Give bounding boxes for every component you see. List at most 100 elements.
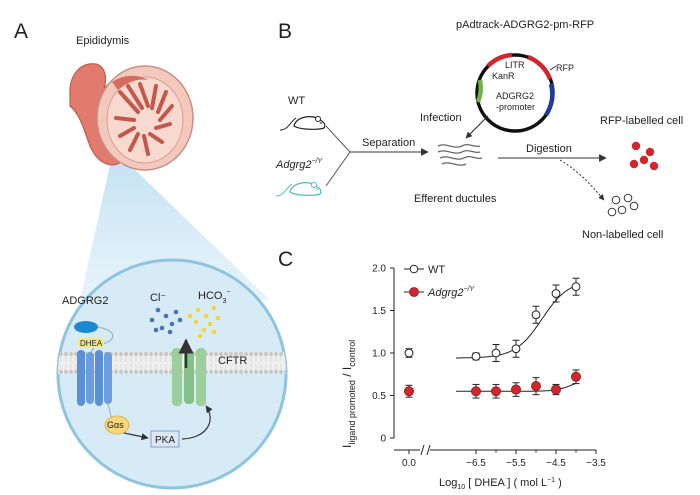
ko-data-point	[470, 386, 481, 397]
rfp-cell	[649, 161, 659, 171]
rfp-cell	[645, 147, 655, 157]
ko-data-point	[510, 384, 521, 395]
legend-label-wt: WT	[428, 264, 445, 276]
zoom-cone	[80, 165, 270, 300]
arrow-pka-cftr	[181, 405, 213, 440]
bicarbonate-ion	[211, 305, 217, 311]
bicarbonate-ion	[197, 333, 203, 339]
non-labelled-cell	[611, 195, 621, 205]
bicarbonate-ion	[195, 307, 201, 313]
x-tick-label: −5.5	[506, 458, 526, 469]
plasmid-promoter-2: -promoter	[496, 102, 535, 112]
epididymis-illustration	[69, 63, 194, 171]
infection-label: Infection	[420, 112, 462, 124]
wt-data-point	[551, 289, 561, 298]
ko-mouse	[275, 182, 322, 197]
plasmid-label: pAdtrack-ADGRG2-pm-RFP	[456, 19, 594, 31]
chart-legend: WT Adgrg2−/Y	[404, 264, 476, 299]
dhea-label: DHEA	[80, 339, 103, 348]
bicarbonate-ion	[201, 327, 207, 333]
wt-data-point	[571, 282, 581, 292]
chloride-ion	[149, 317, 155, 323]
adgrg2-receptor	[77, 350, 113, 425]
y-tick-label: 0	[380, 434, 386, 445]
ko-data-point	[571, 371, 582, 382]
hco3-ion-label: HCO3−	[198, 289, 230, 305]
ko-data-point	[403, 386, 414, 397]
y-tick-label: 0.5	[372, 391, 386, 402]
legend-item-wt: WT	[404, 264, 445, 276]
separation-label: Separation	[362, 137, 415, 149]
receptor-label: ADGRG2	[62, 295, 108, 307]
efferent-ductules	[437, 143, 483, 166]
axis-break-mark	[420, 444, 425, 456]
plasmid-map: LITR KanR RFP ADGRG2 -promoter	[475, 52, 574, 133]
bicarbonate-ion	[203, 313, 209, 319]
pka-box	[150, 430, 180, 448]
ko-data-point	[551, 384, 562, 395]
bicarbonate-ion	[193, 319, 199, 325]
bicarbonate-ion	[187, 313, 193, 319]
gas-protein	[104, 415, 130, 435]
y-tick-label: 2.0	[372, 264, 386, 275]
arrow-non-labelled	[559, 159, 605, 201]
bicarbonate-ion	[211, 329, 217, 335]
wt-mouse	[279, 116, 326, 131]
non-labelled-cells	[607, 193, 639, 217]
non-labelled-label: Non-labelled cell	[582, 229, 663, 241]
x-tick-label: 0.0	[402, 458, 416, 469]
plasmid-litr: LITR	[505, 60, 525, 70]
bicarbonate-ion	[215, 315, 221, 321]
dhea-ligand	[78, 338, 104, 348]
chloride-ion	[177, 317, 183, 323]
gas-label: Gαs	[107, 420, 124, 430]
axis-break-mark	[426, 444, 431, 456]
wt-label: WT	[288, 95, 305, 107]
ko-label: Adgrg2−/Y	[275, 158, 324, 171]
rfp-cell-label: RFP-labelled cell	[600, 115, 683, 127]
panel-label-a: A	[14, 20, 28, 43]
panel-label-c: C	[278, 248, 293, 271]
ductules-label: Efferent ductules	[414, 193, 497, 205]
plasmid-rfp: RFP	[556, 63, 574, 73]
non-labelled-cell	[629, 201, 639, 211]
legend-label-ko: Adgrg2−/Y	[427, 286, 476, 299]
wt-data-point	[511, 344, 521, 354]
wt-data-point	[404, 348, 414, 358]
merge-lines	[325, 125, 351, 187]
ko-data-point	[490, 386, 501, 397]
panel-a: A Epididymis ADGRG2 DHEA	[14, 20, 288, 490]
non-labelled-cell	[607, 207, 617, 217]
chloride-ion	[163, 313, 169, 319]
ko-data-point	[531, 381, 542, 392]
non-labelled-cell	[617, 205, 627, 215]
chloride-ion	[159, 325, 165, 331]
rfp-cell	[631, 141, 641, 151]
cftr-channel	[172, 338, 206, 406]
arrow-gas-pka	[123, 432, 149, 441]
bicarbonate-ion	[207, 321, 213, 327]
plasmid-kanr: KanR	[492, 71, 515, 81]
panel-c: C Iligand promoted / Icontrol 0 0.5 1.0 1.5…	[278, 248, 606, 491]
x-tick-label: −3.5	[586, 458, 606, 469]
receptor-nterminal	[74, 321, 98, 333]
chloride-ion	[155, 307, 161, 313]
y-tick-label: 1.0	[372, 349, 386, 360]
chloride-ion	[173, 309, 179, 315]
rfp-cell	[639, 155, 649, 165]
chloride-ion	[169, 321, 175, 327]
y-axis-label: Iligand promoted / Icontrol	[340, 340, 357, 448]
cl-ion-label: Cl⁻	[150, 292, 166, 304]
panel-label-b: B	[278, 20, 292, 43]
arrow-infection	[465, 115, 489, 139]
legend-item-ko: Adgrg2−/Y	[404, 286, 476, 299]
digestion-label: Digestion	[526, 143, 572, 155]
cftr-label: CFTR	[218, 355, 247, 367]
rfp-cell	[629, 159, 639, 169]
rfp-cells	[629, 141, 659, 171]
plasmid-promoter-1: ADGRG2	[496, 91, 534, 101]
y-tick-label: 1.5	[372, 306, 386, 317]
chart-axes: 00.51.01.52.00.0−6.5−5.5−4.5−3.5	[372, 264, 606, 470]
wt-data-point	[531, 310, 541, 320]
x-axis-label: Log10 [ DHEA ] ( mol L−1 )	[439, 477, 562, 491]
